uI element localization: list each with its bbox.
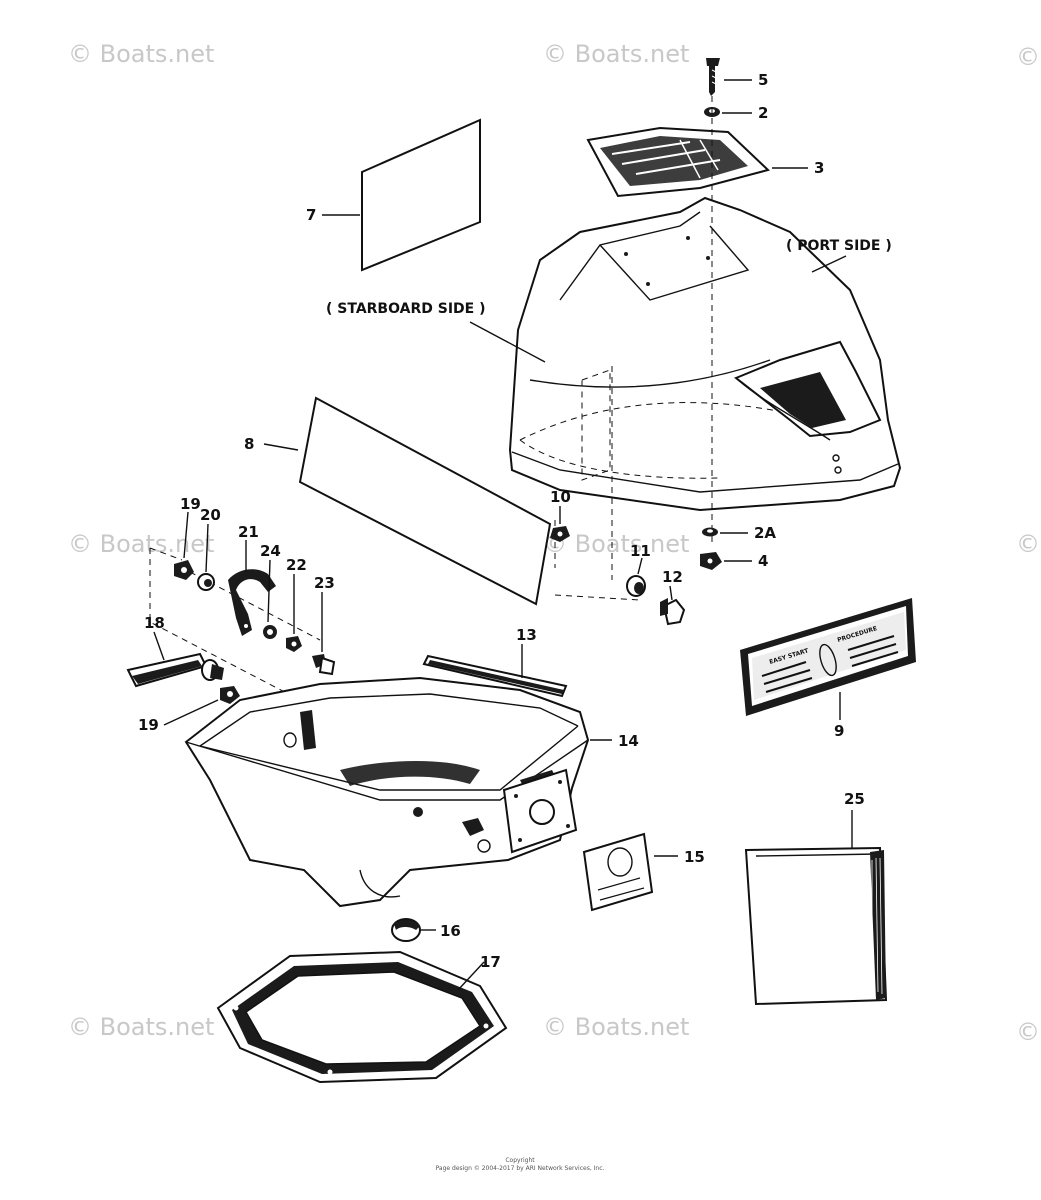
callout-10: 10: [550, 488, 571, 506]
watermark-mid-left: © Boats.net: [68, 530, 214, 558]
callout-5: 5: [758, 71, 768, 89]
callout-3: 3: [814, 159, 824, 177]
screw-part-23[interactable]: [312, 654, 336, 676]
seal-strip-part-13[interactable]: [422, 654, 568, 698]
watermark-top-left: © Boats.net: [68, 40, 214, 68]
callout-25: 25: [844, 790, 865, 808]
callout-17: 17: [480, 953, 501, 971]
gasket-part-17[interactable]: [216, 950, 508, 1084]
engine-cowl-top[interactable]: [508, 196, 902, 512]
label-plate-part-15[interactable]: [582, 832, 654, 912]
starboard-side-label: ( STARBOARD SIDE ): [326, 301, 486, 317]
washer-part-24[interactable]: [263, 625, 277, 639]
watermark-bottom-center: © Boats.net: [543, 1013, 689, 1041]
port-side-label: ( PORT SIDE ): [786, 238, 892, 254]
washer-part-2a[interactable]: [702, 527, 718, 537]
nut-part-10[interactable]: [550, 526, 570, 542]
top-cover-plate-part-3[interactable]: [586, 126, 770, 198]
callout-7: 7: [306, 206, 316, 224]
latch-handle-part-18[interactable]: [126, 652, 224, 688]
nut-part-19-upper[interactable]: [174, 560, 194, 580]
decal-sheet-part-8[interactable]: [298, 396, 552, 606]
nut-part-4[interactable]: [700, 552, 722, 570]
bushing-part-20[interactable]: [197, 573, 215, 591]
callout-15: 15: [684, 848, 705, 866]
callout-21: 21: [238, 523, 259, 541]
decal-sheet-part-7[interactable]: [361, 118, 481, 272]
screw-part-12[interactable]: [660, 598, 686, 626]
callout-2a: 2A: [754, 524, 776, 542]
callout-19-upper: 19: [180, 495, 201, 513]
screw-part-5[interactable]: [706, 58, 720, 96]
callout-20: 20: [200, 506, 221, 524]
owners-manual-part-25[interactable]: [744, 846, 888, 1006]
footer-page-design: Page design © 2004-2017 by ARI Network S…: [436, 1165, 605, 1172]
callout-22: 22: [286, 556, 307, 574]
callout-13: 13: [516, 626, 537, 644]
nut-part-19-lower[interactable]: [220, 686, 240, 704]
callout-8: 8: [244, 435, 254, 453]
callout-24: 24: [260, 542, 281, 560]
watermark-top-right: ©: [1016, 43, 1040, 71]
callout-23: 23: [314, 574, 335, 592]
callout-14: 14: [618, 732, 639, 750]
decal-plate-part-9[interactable]: EASY START PROCEDURE: [740, 598, 916, 716]
callout-19-lower: 19: [138, 716, 159, 734]
callout-4: 4: [758, 552, 768, 570]
latch-hook-part-21[interactable]: [228, 569, 276, 636]
footer-copyright: Copyright: [505, 1157, 535, 1164]
plug-part-16[interactable]: [391, 918, 421, 942]
watermark-bottom-right: ©: [1016, 1018, 1040, 1046]
grommet-part-11[interactable]: [626, 575, 646, 597]
callout-9: 9: [834, 722, 844, 740]
watermark-top-center: © Boats.net: [543, 40, 689, 68]
lower-cowl-part-14[interactable]: [184, 676, 590, 908]
watermark-bottom-left: © Boats.net: [68, 1013, 214, 1041]
callout-16: 16: [440, 922, 461, 940]
callout-12: 12: [662, 568, 683, 586]
callout-2: 2: [758, 104, 768, 122]
watermark-mid-right: ©: [1016, 530, 1040, 558]
nut-part-22[interactable]: [286, 636, 302, 652]
callout-11: 11: [630, 542, 651, 560]
callout-18: 18: [144, 614, 165, 632]
